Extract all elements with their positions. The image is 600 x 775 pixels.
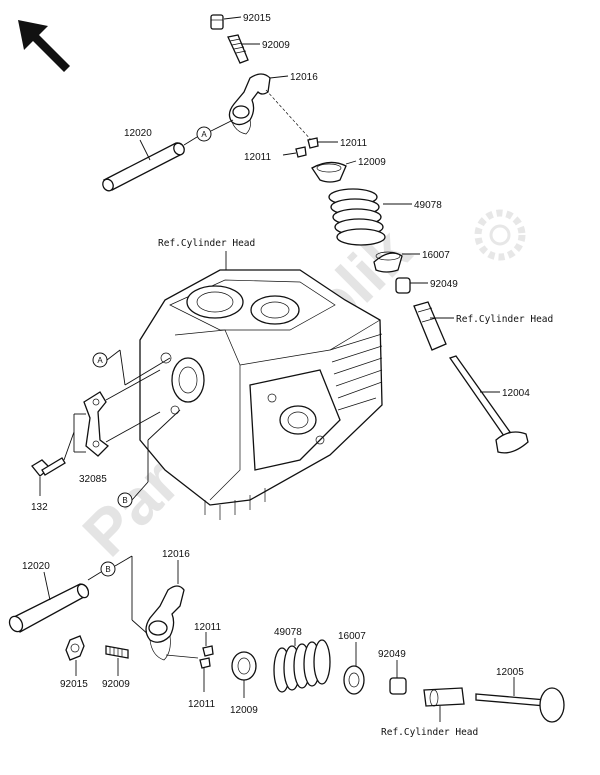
part-12011-collet-left (295, 146, 307, 158)
part-92015-top-nut (210, 14, 224, 30)
label-12005: 12005 (496, 667, 524, 678)
watermark-gear-icon (474, 209, 526, 261)
part-92009-bottom-screw (105, 645, 129, 659)
part-12009-top-retainer (311, 161, 347, 183)
part-92049-bottom-oil-seal (389, 677, 407, 695)
label-12009-bottom: 12009 (230, 705, 258, 716)
part-32085-plate (83, 391, 109, 457)
part-valve-guide-bottom (423, 687, 465, 707)
label-32085: 32085 (79, 474, 107, 485)
part-12016-top-rocker-arm (228, 73, 271, 135)
label-92049-top: 92049 (430, 279, 458, 290)
part-12020-top-rocker-shaft (102, 142, 185, 192)
cylinder-head-assembly (139, 269, 383, 520)
label-92009-top: 92009 (262, 40, 290, 51)
label-12011-bottom-low: 12011 (188, 699, 216, 710)
label-49078-top: 49078 (414, 200, 442, 211)
label-12016-top: 12016 (290, 72, 318, 83)
front-direction-arrow-icon (18, 20, 70, 72)
part-16007-bottom-spring-seat (343, 665, 365, 695)
callout-a-top: A (196, 126, 212, 142)
svg-text:A: A (97, 356, 103, 365)
svg-text:B: B (105, 565, 110, 574)
callout-a-head: A (92, 352, 108, 368)
part-92015-bottom-nut (65, 635, 85, 661)
label-12020-top: 12020 (124, 128, 152, 139)
label-92015-bottom: 92015 (60, 679, 88, 690)
part-12016-bottom-rocker-arm (145, 585, 199, 661)
label-12011-left: 12011 (244, 152, 272, 163)
part-12011-bottom-collet-lower (199, 657, 211, 669)
part-49078-bottom-valve-spring (273, 639, 331, 693)
ref-cylinder-head-bottom: Ref.Cylinder Head (381, 727, 478, 738)
part-12009-bottom-retainer (231, 651, 257, 681)
callout-b-bottom: B (100, 561, 116, 577)
ref-cylinder-head-right: Ref.Cylinder Head (456, 314, 553, 325)
part-92009-top-screw (227, 34, 249, 64)
label-92015-top: 92015 (243, 13, 271, 24)
label-12004: 12004 (502, 388, 530, 399)
label-12011-bottom-top: 12011 (194, 622, 222, 633)
part-16007-top-spring-seat (373, 251, 403, 273)
label-12016-bottom: 12016 (162, 549, 190, 560)
part-12011-collet-right (307, 137, 319, 149)
part-12004-valve (448, 355, 529, 454)
part-92049-top-oil-seal (395, 277, 411, 294)
ref-cylinder-head-top: Ref.Cylinder Head (158, 238, 255, 249)
label-92009-bottom: 92009 (102, 679, 130, 690)
part-12011-bottom-collet-upper (202, 645, 214, 657)
svg-text:A: A (201, 130, 207, 139)
label-12020-bottom: 12020 (22, 561, 50, 572)
label-16007-top: 16007 (422, 250, 450, 261)
part-valve-guide-top (413, 301, 447, 351)
callout-b-head: B (117, 492, 133, 508)
label-12009-top: 12009 (358, 157, 386, 168)
part-132-bolt (31, 457, 66, 477)
label-12011-right: 12011 (340, 138, 368, 149)
label-49078-bottom: 49078 (274, 627, 302, 638)
part-49078-top-valve-spring (328, 188, 386, 246)
label-92049-bottom: 92049 (378, 649, 406, 660)
label-132: 132 (31, 502, 48, 513)
part-12020-bottom-rocker-shaft (8, 583, 90, 633)
label-16007-bottom: 16007 (338, 631, 366, 642)
part-12005-valve (475, 687, 565, 723)
svg-text:B: B (122, 496, 127, 505)
